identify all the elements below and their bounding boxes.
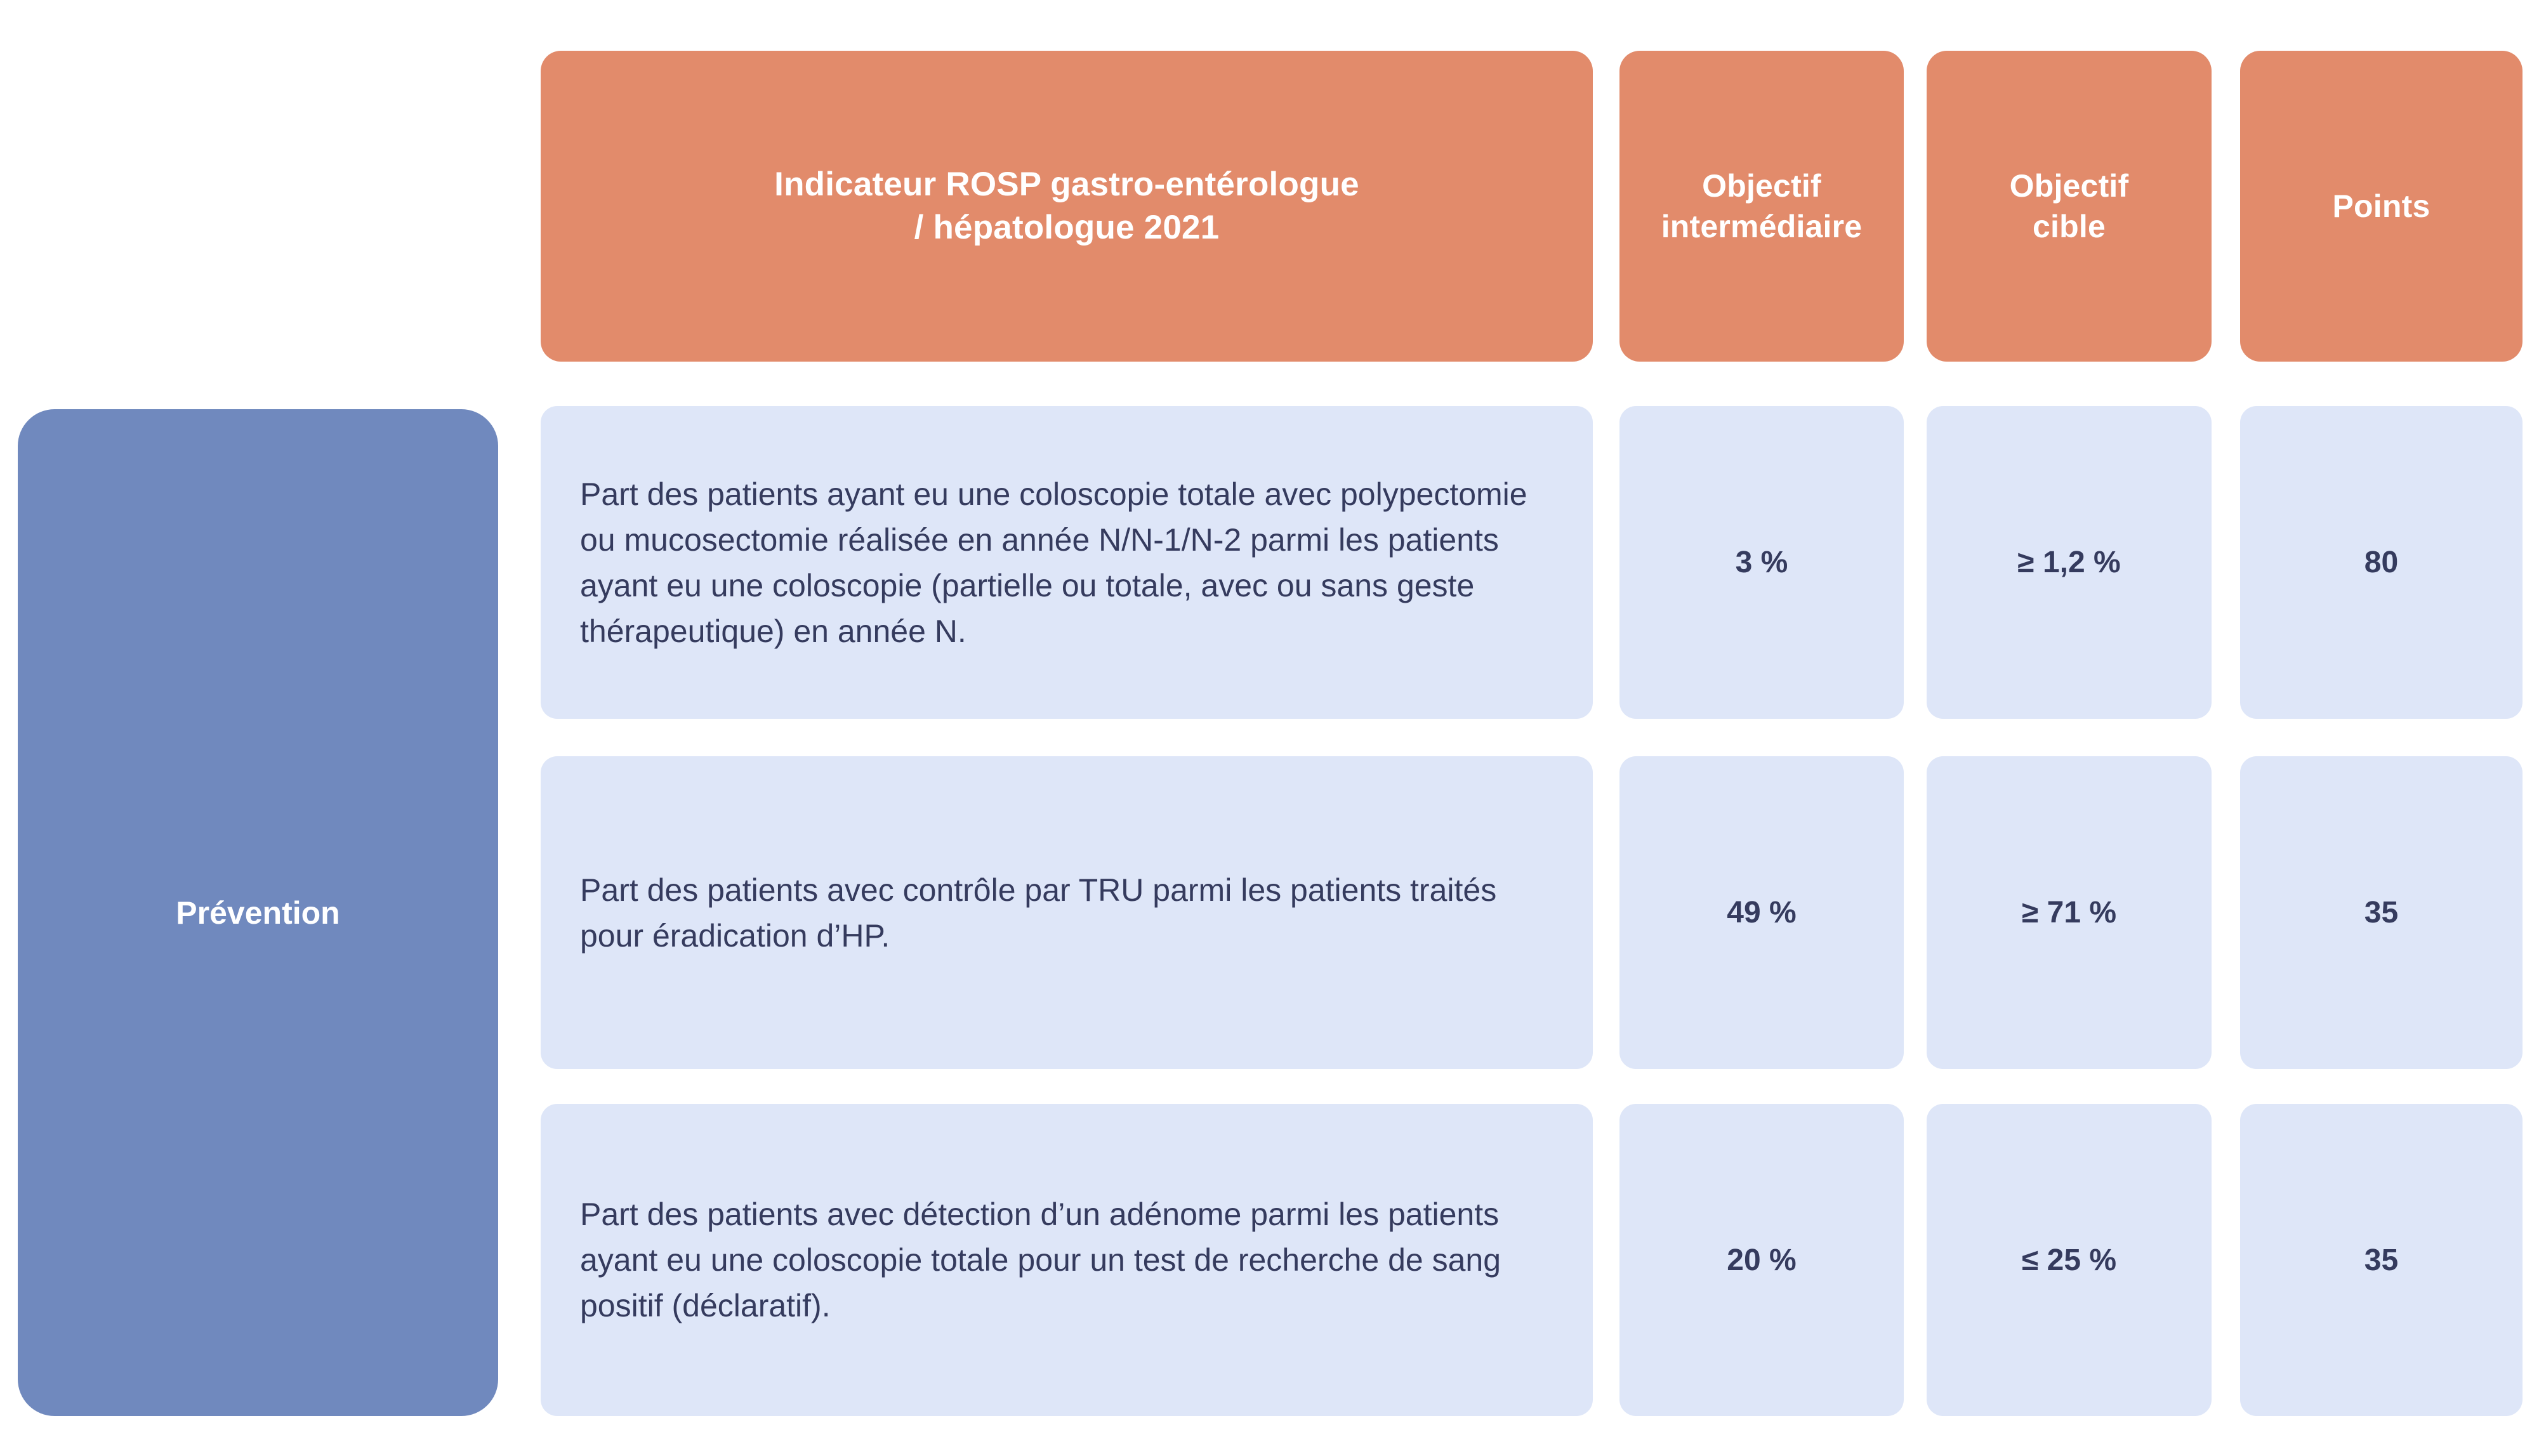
table-row-indicator-description: Part des patients avec détection d’un ad… (541, 1104, 1593, 1416)
column-header-points: Points (2240, 51, 2523, 362)
column-header-indicator-line1: Indicateur ROSP gastro-entérologue (774, 166, 1359, 204)
indicator-description-text: Part des patients avec contrôle par TRU … (580, 872, 1497, 954)
table-row-indicator-description: Part des patients avec contrôle par TRU … (541, 756, 1593, 1069)
column-header-objectif-intermediaire-line1: Objectif (1702, 168, 1821, 204)
column-header-objectif-cible: Objectif cible (1927, 51, 2212, 362)
column-header-objectif-cible-line2: cible (2033, 209, 2106, 244)
table-row-objectif-intermediaire: 3 % (1619, 406, 1904, 719)
column-header-indicator-text: Indicateur ROSP gastro-entérologue / hép… (736, 163, 1397, 249)
column-header-objectif-cible-text: Objectif cible (2010, 166, 2129, 247)
table-row-objectif-cible: ≥ 1,2 % (1927, 406, 2212, 719)
table-row-objectif-intermediaire: 20 % (1619, 1104, 1904, 1416)
table-row-points: 35 (2240, 1104, 2523, 1416)
table-row-indicator-description: Part des patients ayant eu une coloscopi… (541, 406, 1593, 719)
column-header-points-text: Points (2332, 188, 2430, 224)
column-header-objectif-intermediaire-line2: intermédiaire (1661, 209, 1863, 244)
indicator-description-text: Part des patients ayant eu une coloscopi… (580, 476, 1527, 649)
column-header-objectif-intermediaire: Objectif intermédiaire (1619, 51, 1904, 362)
table-row-points: 35 (2240, 756, 2523, 1069)
table-row-objectif-intermediaire: 49 % (1619, 756, 1904, 1069)
table-row-points: 80 (2240, 406, 2523, 719)
category-label: Prévention (176, 895, 340, 931)
column-header-objectif-cible-line1: Objectif (2009, 168, 2129, 204)
indicator-description-text: Part des patients avec détection d’un ad… (580, 1197, 1501, 1323)
column-header-indicator: Indicateur ROSP gastro-entérologue / hép… (541, 51, 1593, 362)
category-cell-prevention: Prévention (18, 409, 498, 1416)
column-header-objectif-intermediaire-text: Objectif intermédiaire (1661, 166, 1863, 247)
column-header-indicator-line2: / hépatologue 2021 (914, 209, 1220, 246)
table-row-objectif-cible: ≤ 25 % (1927, 1104, 2212, 1416)
table-row-objectif-cible: ≥ 71 % (1927, 756, 2212, 1069)
